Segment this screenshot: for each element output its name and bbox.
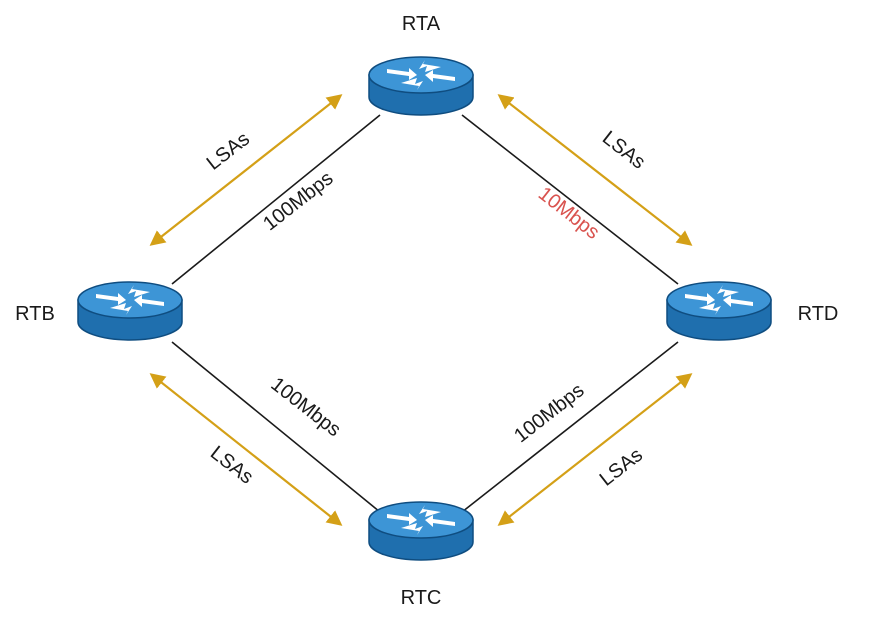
bandwidth-label-rta-rtd: 10Mbps xyxy=(534,183,604,244)
lsa-arrow-rta-rtb xyxy=(149,94,343,246)
lsa-label-rta-rtb: LSAs xyxy=(203,128,254,175)
bandwidth-label-rtb-rtc: 100Mbps xyxy=(267,373,345,441)
lsa-label-rtc-rtd: LSAs xyxy=(596,444,647,491)
bandwidth-label-rta-rtb: 100Mbps xyxy=(259,167,337,235)
router-icon xyxy=(77,281,183,341)
lsa-label-rta-rtd: LSAs xyxy=(598,127,649,174)
link-rtb-rtc xyxy=(171,341,381,513)
router-name-rtd: RTD xyxy=(798,303,839,325)
router-name-rtc: RTC xyxy=(401,587,442,609)
bandwidth-label-rtc-rtd: 100Mbps xyxy=(510,379,588,447)
router-rtc xyxy=(368,501,474,561)
router-icon xyxy=(666,281,772,341)
router-rta xyxy=(368,56,474,116)
router-name-rta: RTA xyxy=(402,13,441,35)
router-icon xyxy=(368,501,474,561)
lsa-arrow-rta-rtd xyxy=(497,94,693,246)
lsa-arrow-rtc-rtd xyxy=(497,373,693,526)
router-rtd xyxy=(666,281,772,341)
link-rta-rtb xyxy=(171,114,381,285)
router-icon xyxy=(368,56,474,116)
link-rtc-rtd xyxy=(461,341,679,513)
router-rtb xyxy=(77,281,183,341)
lsa-label-rtb-rtc: LSAs xyxy=(206,442,257,489)
router-name-rtb: RTB xyxy=(15,303,55,325)
lsa-arrow-rtb-rtc xyxy=(149,373,343,526)
